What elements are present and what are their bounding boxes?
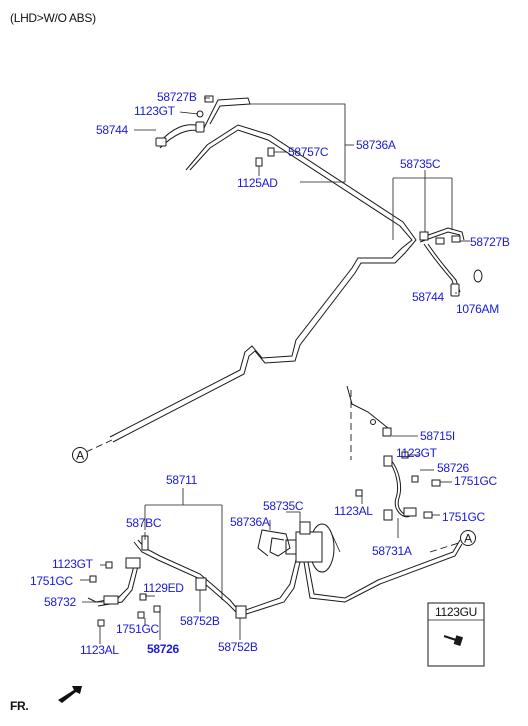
middle-wire-group (346, 385, 441, 521)
label-58727B-top: 58727B (157, 90, 197, 104)
label-1751GC-low1: 1751GC (30, 574, 74, 588)
front-label: FR. (10, 699, 28, 713)
label-1123AL-mid: 1123AL (334, 504, 373, 518)
upper-leader-lines (134, 97, 470, 294)
label-58726-low: 58726 (147, 642, 179, 656)
label-58752B-2: 58752B (218, 640, 258, 654)
label-1129ED: 1129ED (143, 581, 184, 595)
label-58735C-top: 58735C (400, 157, 441, 171)
svg-text:A: A (76, 449, 84, 463)
label-587BC: 587BC (126, 516, 162, 530)
bolt-icon (443, 635, 464, 646)
connector-a-right: A (429, 530, 476, 553)
label-58726-mid: 58726 (437, 461, 469, 475)
label-1076AM: 1076AM (456, 302, 499, 316)
label-1125AD: 1125AD (237, 176, 278, 190)
label-58744-right: 58744 (412, 290, 444, 304)
label-58744-top: 58744 (96, 123, 128, 137)
label-1751GC-mid1: 1751GC (454, 474, 498, 488)
label-58715I: 58715I (420, 429, 455, 443)
legend-box-title: 1123GU (435, 605, 477, 619)
lower-tube-assembly (87, 529, 463, 627)
label-58711: 58711 (166, 473, 198, 487)
upper-tube-assembly (109, 95, 483, 443)
label-58736A-top: 58736A (356, 138, 396, 152)
label-58731A: 58731A (372, 544, 412, 558)
label-58757C: 58757C (288, 145, 329, 159)
label-1123GT-top: 1123GT (134, 104, 176, 118)
middle-leader-lines (361, 435, 452, 538)
label-1751GC-low2: 1751GC (116, 622, 160, 636)
label-1123GT-mid: 1123GT (396, 446, 438, 460)
lower-leader-lines (80, 488, 301, 644)
front-arrow-icon (58, 686, 82, 703)
svg-text:A: A (464, 532, 472, 546)
label-1123GT-low: 1123GT (52, 557, 94, 571)
front-direction-indicator: FR. (10, 686, 82, 713)
label-58732: 58732 (44, 595, 76, 609)
variant-note: (LHD>W/O ABS) (10, 11, 96, 25)
legend-box-1123GU: 1123GU (427, 602, 485, 667)
label-58736A-mid: 58736A (230, 515, 270, 529)
label-58752B-1: 58752B (180, 614, 220, 628)
master-cylinder (285, 521, 341, 573)
label-58735C-mid: 58735C (263, 499, 304, 513)
label-1123AL-low: 1123AL (80, 643, 119, 657)
label-1751GC-mid2: 1751GC (442, 510, 486, 524)
connector-a-left: A (72, 439, 113, 463)
label-58727B-right: 58727B (470, 235, 510, 249)
